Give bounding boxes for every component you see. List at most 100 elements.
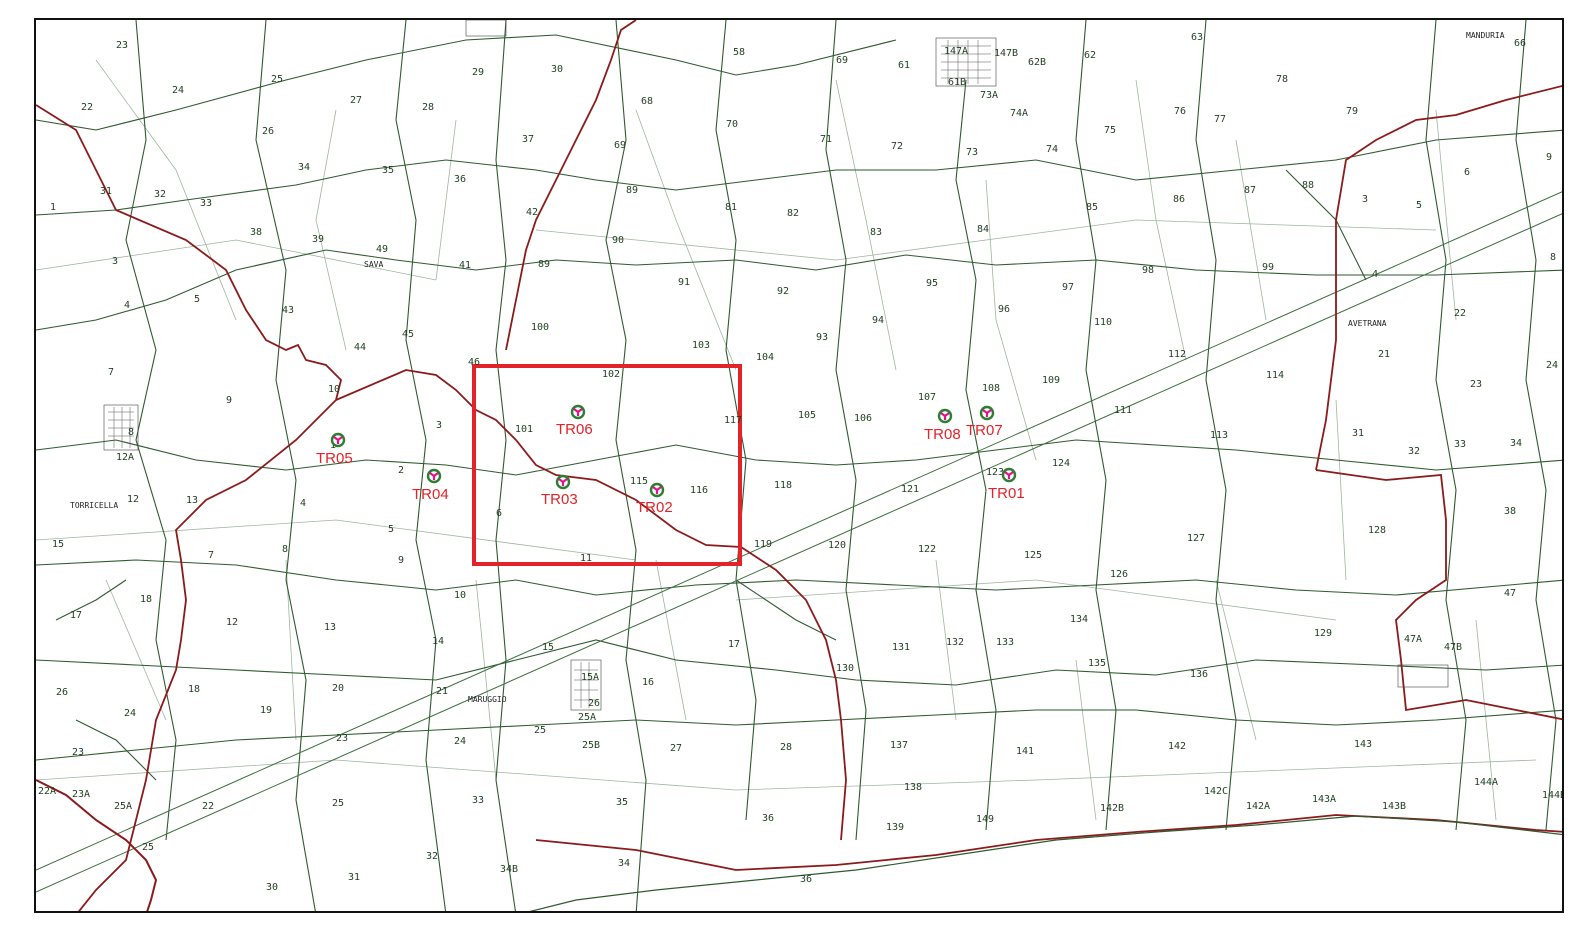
parcel-number: 143A — [1312, 794, 1336, 805]
turbine-blades-icon — [1004, 471, 1014, 479]
parcel-number: 49 — [376, 244, 388, 255]
parcel-number: 78 — [1276, 74, 1288, 85]
turbine-marker[interactable]: TR06 — [556, 404, 593, 438]
parcel-number: 139 — [886, 822, 904, 833]
parcel-number: 61 — [898, 60, 910, 71]
parcel-number: 16 — [642, 677, 654, 688]
parcel-number: 22 — [81, 102, 93, 113]
parcel-number: 106 — [854, 413, 872, 424]
parcel-number: 30 — [266, 882, 278, 893]
turbine-marker[interactable]: TR01 — [988, 467, 1025, 502]
turbine-blades-icon — [429, 472, 439, 480]
parcel-number: 29 — [472, 67, 484, 78]
parcel-number: 142B — [1100, 803, 1124, 814]
parcel-number: 83 — [870, 227, 882, 238]
parcel-number: 92 — [777, 286, 789, 297]
parcel-number: 1 — [50, 202, 56, 213]
turbine-blades-icon — [573, 408, 583, 416]
parcel-number: 43 — [282, 305, 294, 316]
parcel-number: 47 — [1504, 588, 1516, 599]
parcel-number: 143 — [1354, 739, 1372, 750]
parcel-number: 10 — [328, 384, 340, 395]
parcel-number: 19 — [260, 705, 272, 716]
parcel-number: 9 — [226, 395, 232, 406]
parcel-number: 34 — [618, 858, 630, 869]
turbine-marker[interactable]: TR04 — [412, 468, 449, 503]
parcel-number: 36 — [800, 874, 812, 885]
turbine-marker[interactable]: TR03 — [541, 474, 578, 508]
turbine-marker[interactable]: TR05 — [316, 432, 353, 467]
parcel-number: 126 — [1110, 569, 1128, 580]
parcel-number: 32 — [426, 851, 438, 862]
parcel-number: 137 — [890, 740, 908, 751]
turbine-label: TR07 — [966, 422, 1003, 439]
parcel-number: 122 — [918, 544, 936, 555]
parcel-number: 17 — [70, 610, 82, 621]
parcel-number: 8 — [1550, 252, 1556, 263]
turbine-marker[interactable]: TR02 — [636, 482, 673, 516]
parcel-number: 116 — [690, 485, 708, 496]
parcel-boundaries — [36, 20, 1562, 911]
parcel-number: 127 — [1187, 533, 1205, 544]
parcel-number: 5 — [1416, 200, 1422, 211]
parcel-number: 138 — [904, 782, 922, 793]
parcel-number: 22A — [38, 786, 56, 797]
parcel-number: 21 — [1378, 349, 1390, 360]
parcel-number: 120 — [828, 540, 846, 551]
parcel-number: 24 — [124, 708, 136, 719]
parcel-number: 23A — [72, 789, 90, 800]
turbine-label: TR08 — [924, 426, 961, 443]
parcel-number: 93 — [816, 332, 828, 343]
parcel-number: 98 — [1142, 265, 1154, 276]
study-area-rectangle[interactable] — [472, 364, 742, 566]
parcel-number: 112 — [1168, 349, 1186, 360]
parcel-number: 31 — [100, 186, 112, 197]
parcel-number: 99 — [1262, 262, 1274, 273]
parcel-number: 84 — [977, 224, 989, 235]
parcel-number: 141 — [1016, 746, 1034, 757]
parcel-number: 3 — [112, 256, 118, 267]
parcel-number: 26 — [588, 698, 600, 709]
parcel-number: 62B — [1028, 57, 1046, 68]
parcel-number: 107 — [918, 392, 936, 403]
turbine-marker[interactable]: TR07 — [966, 405, 1003, 439]
parcel-number: 34 — [1510, 438, 1522, 449]
parcel-number: 27 — [670, 743, 682, 754]
parcel-number: 144B — [1542, 790, 1564, 801]
parcel-number: 85 — [1086, 202, 1098, 213]
parcel-number: 24 — [172, 85, 184, 96]
parcel-number: 74A — [1010, 108, 1028, 119]
parcel-number: 35 — [616, 797, 628, 808]
parcel-number: 125 — [1024, 550, 1042, 561]
turbine-marker[interactable]: TR08 — [924, 408, 961, 443]
parcel-number: 76 — [1174, 106, 1186, 117]
parcel-number: 6 — [496, 508, 502, 519]
parcel-number: 149 — [976, 814, 994, 825]
parcel-number: 25 — [534, 725, 546, 736]
parcel-number: 36 — [454, 174, 466, 185]
parcel-number: 82 — [787, 208, 799, 219]
parcel-number: 15 — [52, 539, 64, 550]
parcel-number: 124 — [1052, 458, 1070, 469]
parcel-number: 5 — [388, 524, 394, 535]
municipal-boundaries — [36, 20, 1562, 911]
parcel-number: 143B — [1382, 801, 1406, 812]
parcel-number: 113 — [1210, 430, 1228, 441]
parcel-number: 15A — [581, 672, 599, 683]
parcel-number: 32 — [154, 189, 166, 200]
parcel-number: 87 — [1244, 185, 1256, 196]
place-name: TORRICELLA — [70, 501, 118, 510]
parcel-number: 36 — [762, 813, 774, 824]
parcel-number: 45 — [402, 329, 414, 340]
parcel-number: 4 — [300, 498, 306, 509]
parcel-number: 72 — [891, 141, 903, 152]
parcel-number: 3 — [1362, 194, 1368, 205]
parcel-number: 31 — [1352, 428, 1364, 439]
turbine-label: TR02 — [636, 499, 673, 516]
parcel-number: 33 — [200, 198, 212, 209]
